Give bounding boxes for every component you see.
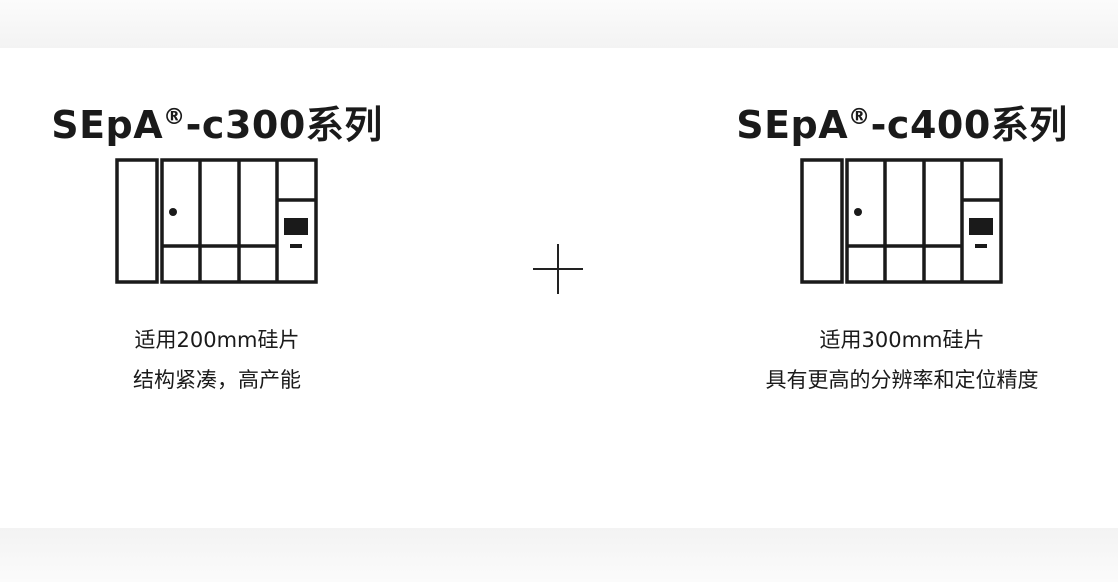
plus-icon — [533, 244, 583, 294]
bottom-band — [0, 528, 1118, 582]
equipment-cabinet-icon — [115, 158, 318, 284]
product-title: SEpA®-c300系列 — [51, 103, 383, 147]
description-line: 具有更高的分辨率和定位精度 — [765, 368, 1039, 392]
product-c300: SEpA®-c300系列 适用200mm硅片 结构紧凑，高产能 — [7, 96, 427, 400]
description-line: 结构紧凑，高产能 — [133, 368, 301, 392]
content-panel — [0, 48, 1118, 528]
equipment-cabinet-icon — [800, 158, 1003, 284]
product-title: SEpA®-c400系列 — [736, 103, 1068, 147]
product-c400: SEpA®-c400系列 适用300mm硅片 具有更高的分辨率和定位精度 — [692, 96, 1112, 400]
product-description: 适用200mm硅片 结构紧凑，高产能 — [7, 320, 427, 400]
top-band — [0, 0, 1118, 48]
product-description: 适用300mm硅片 具有更高的分辨率和定位精度 — [692, 320, 1112, 400]
description-line: 适用200mm硅片 — [134, 328, 300, 352]
description-line: 适用300mm硅片 — [819, 328, 985, 352]
